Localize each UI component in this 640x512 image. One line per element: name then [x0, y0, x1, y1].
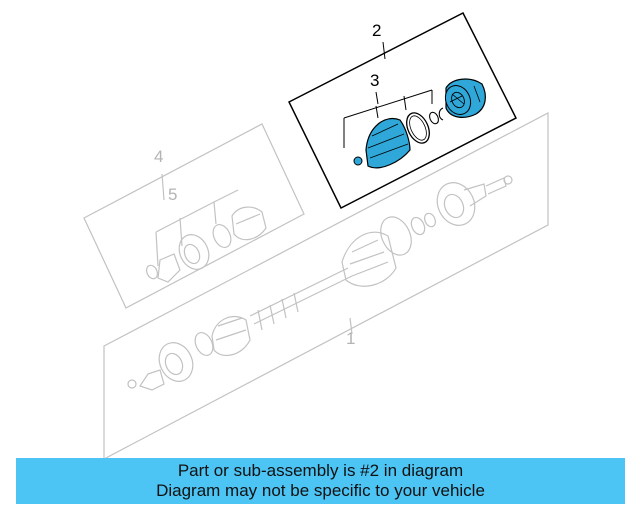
callout-4: 4 [154, 147, 164, 166]
assembly-2-frame [288, 11, 518, 210]
banner-line-1: Part or sub-assembly is #2 in diagram [177, 461, 464, 480]
inner-ring [380, 216, 412, 256]
axle-shaft [249, 267, 353, 325]
assembly-4-frame [83, 123, 305, 309]
inner-boot [341, 231, 397, 287]
circlip-2 [438, 107, 444, 121]
clamp-ring [353, 156, 363, 166]
assembly-1-frame [103, 112, 549, 460]
outer-joint [158, 342, 194, 382]
assembly-1-axle [103, 112, 549, 460]
kit-hub [178, 234, 210, 270]
info-banner: Part or sub-assembly is #2 in diagram Di… [16, 458, 625, 504]
assembly-2-cv-joint-kit [288, 11, 518, 210]
inner-joint [436, 182, 476, 226]
outer-ring [194, 332, 214, 356]
cv-boot [365, 117, 411, 169]
seal-ring [406, 112, 430, 144]
callout-5: 5 [168, 185, 178, 204]
callout-2: 2 [372, 21, 382, 40]
assembly-4-joint-kit [83, 123, 305, 309]
circlip-1 [429, 111, 439, 125]
callout-3: 3 [370, 71, 380, 90]
kit-boot [231, 206, 267, 241]
callout-1: 1 [346, 329, 356, 348]
banner-line-2: Diagram may not be specific to your vehi… [156, 481, 485, 500]
outer-boot [211, 315, 251, 357]
